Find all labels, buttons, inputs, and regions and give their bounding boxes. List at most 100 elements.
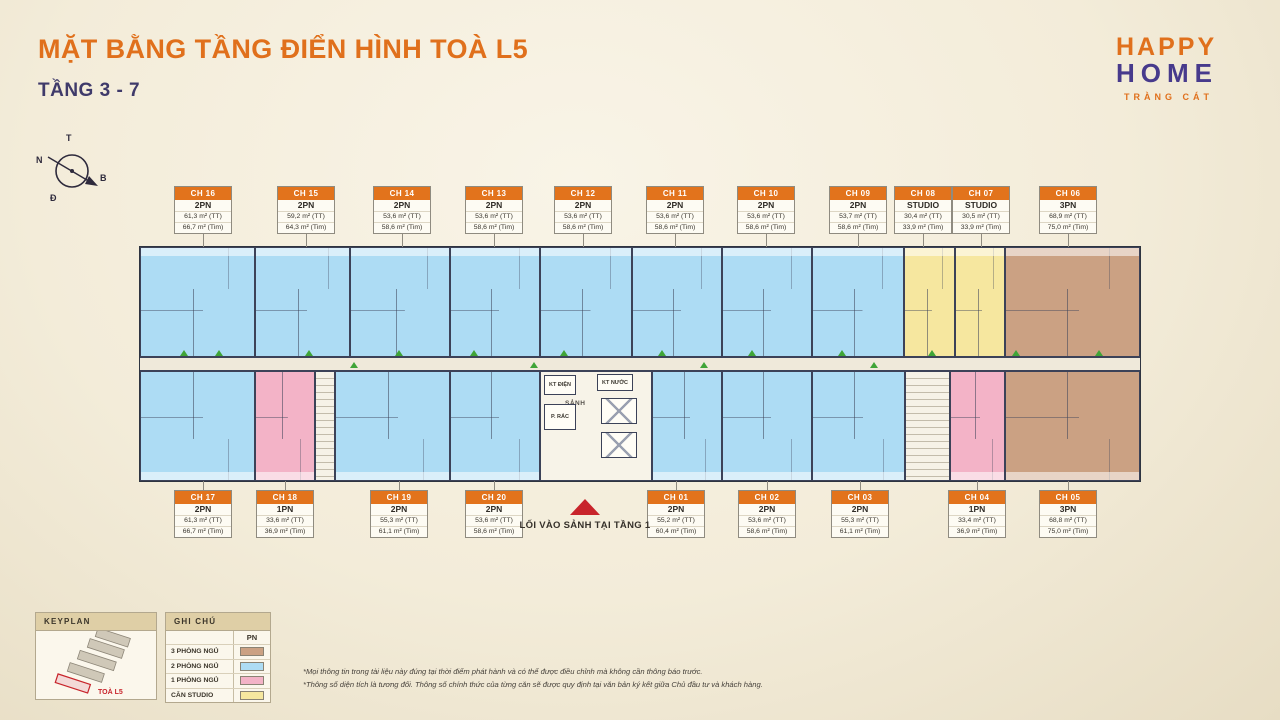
- unit-ch-12: [540, 247, 632, 357]
- unit-type: 2PN: [175, 504, 231, 516]
- unit-ch-13: [450, 247, 540, 357]
- compass-letter-n: N: [36, 155, 43, 165]
- legend-row-label: 3 PHÒNG NGỦ: [171, 648, 219, 656]
- legend-title: GHI CHÚ: [166, 613, 270, 631]
- unit-ch-07: [955, 247, 1005, 357]
- callout-leader-line: [399, 481, 400, 490]
- unit-type: 2PN: [648, 504, 704, 516]
- unit-id: CH 03: [832, 491, 888, 504]
- stairwell-west: [315, 371, 335, 481]
- elevator-shaft: [601, 398, 637, 424]
- unit-ch-02: [722, 371, 812, 481]
- unit-type: STUDIO: [895, 200, 951, 212]
- door-marker-icon: [215, 350, 223, 356]
- door-marker-icon: [305, 350, 313, 356]
- unit-type: 2PN: [278, 200, 334, 212]
- unit-id: CH 18: [257, 491, 313, 504]
- unit-id: CH 17: [175, 491, 231, 504]
- callout-leader-line: [306, 233, 307, 247]
- building-core: KT ĐIỆN KT NƯỚC SẢNH P. RÁC: [540, 371, 652, 481]
- trash-room: P. RÁC: [544, 404, 576, 430]
- unit-area-tim: 75,0 m² (Tim): [1047, 528, 1089, 535]
- unit-id: CH 12: [555, 187, 611, 200]
- callout-leader-line: [1068, 233, 1069, 247]
- callout-leader-line: [923, 233, 924, 247]
- legend-row: 1 PHÒNG NGỦ: [166, 674, 270, 689]
- unit-type: 2PN: [175, 200, 231, 212]
- unit-type: 3PN: [1040, 504, 1096, 516]
- unit-type: 2PN: [466, 504, 522, 516]
- callout-leader-line: [860, 481, 861, 490]
- unit-type: 1PN: [949, 504, 1005, 516]
- unit-area-tim: 64,3 m² (Tim): [285, 224, 327, 231]
- unit-id: CH 06: [1040, 187, 1096, 200]
- unit-area-tt: 55,3 m² (TT): [832, 516, 888, 527]
- unit-area-tt: 30,5 m² (TT): [953, 212, 1009, 223]
- unit-area-tt: 53,6 m² (TT): [466, 516, 522, 527]
- brand-logo: HAPPY HOME TRÀNG CÁT: [1116, 34, 1256, 102]
- legend-row-swatch-cell: [233, 645, 270, 659]
- door-marker-icon: [560, 350, 568, 356]
- unit-area-tim: 58,6 m² (Tim): [745, 224, 787, 231]
- unit-ch-11: [632, 247, 722, 357]
- unit-id: CH 02: [739, 491, 795, 504]
- door-marker-icon: [658, 350, 666, 356]
- unit-id: CH 19: [371, 491, 427, 504]
- unit-area-tt: 33,6 m² (TT): [257, 516, 313, 527]
- callout-leader-line: [494, 481, 495, 490]
- unit-area-tim: 58,6 m² (Tim): [562, 224, 604, 231]
- callout-leader-line: [203, 233, 204, 247]
- legend-row: 3 PHÒNG NGỦ: [166, 645, 270, 660]
- callout-leader-line: [977, 481, 978, 490]
- stairwell-east: [905, 371, 950, 481]
- legend-color-swatch: [240, 676, 264, 686]
- legend-color-swatch: [240, 661, 264, 671]
- unit-id: CH 10: [738, 187, 794, 200]
- legend-color-swatch: [240, 647, 264, 657]
- disclaimer-line-2: *Thông số diện tích là tương đối. Thông …: [303, 679, 763, 689]
- unit-area-tim: 61,1 m² (Tim): [378, 528, 420, 535]
- unit-id: CH 13: [466, 187, 522, 200]
- legend-row: CĂN STUDIO: [166, 688, 270, 702]
- legend-row: 2 PHÒNG NGỦ: [166, 659, 270, 674]
- unit-area-tim: 33,9 m² (Tim): [902, 224, 944, 231]
- page-subtitle: TẦNG 3 - 7: [38, 80, 141, 101]
- callout-leader-line: [583, 233, 584, 247]
- electrical-room: KT ĐIỆN: [544, 375, 576, 395]
- compass-icon: T N B Đ: [30, 133, 116, 213]
- unit-area-tim: 58,6 m² (Tim): [381, 224, 423, 231]
- unit-area-tt: 68,9 m² (TT): [1040, 212, 1096, 223]
- unit-ch-09: [812, 247, 904, 357]
- unit-id: CH 11: [647, 187, 703, 200]
- unit-type: 2PN: [830, 200, 886, 212]
- water-room-label: KT NƯỚC: [601, 379, 629, 386]
- callout-leader-line: [402, 233, 403, 247]
- callout-leader-line: [675, 233, 676, 247]
- callout-leader-line: [285, 481, 286, 490]
- unit-id: CH 05: [1040, 491, 1096, 504]
- unit-ch-05: [1005, 371, 1140, 481]
- legend-row-swatch-cell: [233, 674, 270, 688]
- unit-type: 3PN: [1040, 200, 1096, 212]
- entrance-label: LỐI VÀO SẢNH TẠI TẦNG 1: [519, 520, 651, 531]
- legend-row-label: 2 PHÒNG NGỦ: [171, 662, 219, 670]
- callout-leader-line: [766, 233, 767, 247]
- water-room: KT NƯỚC: [597, 374, 633, 391]
- keyplan-tower-label: TOÀ L5: [98, 687, 123, 696]
- door-marker-icon: [470, 350, 478, 356]
- unit-area-tim: 60,4 m² (Tim): [655, 528, 697, 535]
- door-marker-icon: [838, 350, 846, 356]
- unit-ch-20: [450, 371, 540, 481]
- electrical-room-label: KT ĐIỆN: [549, 382, 571, 388]
- door-marker-icon: [1095, 350, 1103, 356]
- central-corridor: [140, 357, 1140, 371]
